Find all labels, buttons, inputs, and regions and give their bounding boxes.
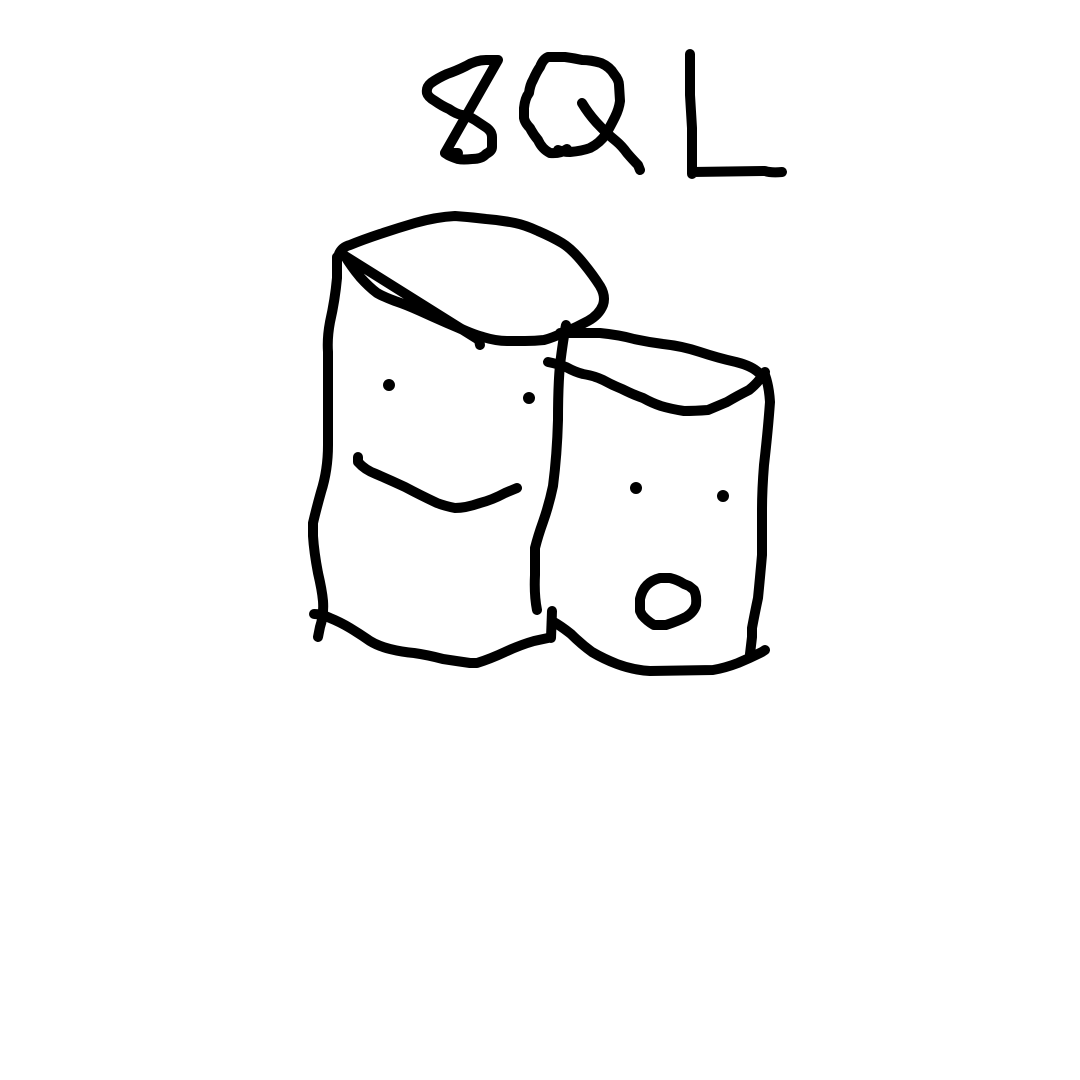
left-cylinder-smile-mouth (353, 452, 522, 513)
left-cylinder-eye-right (523, 392, 535, 404)
left-cylinder (308, 211, 609, 668)
letter-q (519, 52, 625, 159)
title-sql-handwriting (421, 49, 787, 179)
letter-q-tail (577, 98, 645, 175)
right-cylinder-bottom (547, 616, 770, 676)
right-cylinder-eye-left (630, 482, 642, 494)
right-cylinder-side-right (745, 370, 775, 659)
right-cylinder-surprised-mouth (635, 573, 702, 630)
left-cylinder-bottom (309, 609, 553, 668)
left-cylinder-side-left (308, 252, 342, 642)
right-cylinder-eye-right (717, 490, 729, 502)
left-cylinder-eye-left (383, 379, 395, 391)
right-cylinder-top (555, 328, 770, 383)
right-cylinder (529, 320, 775, 676)
letter-s (421, 55, 503, 165)
right-cylinder-rim (543, 357, 770, 416)
left-cylinder-top (334, 211, 609, 346)
right-cylinder-side-left (529, 320, 571, 615)
left-cylinder-rim (340, 251, 484, 345)
letter-l (685, 49, 787, 179)
